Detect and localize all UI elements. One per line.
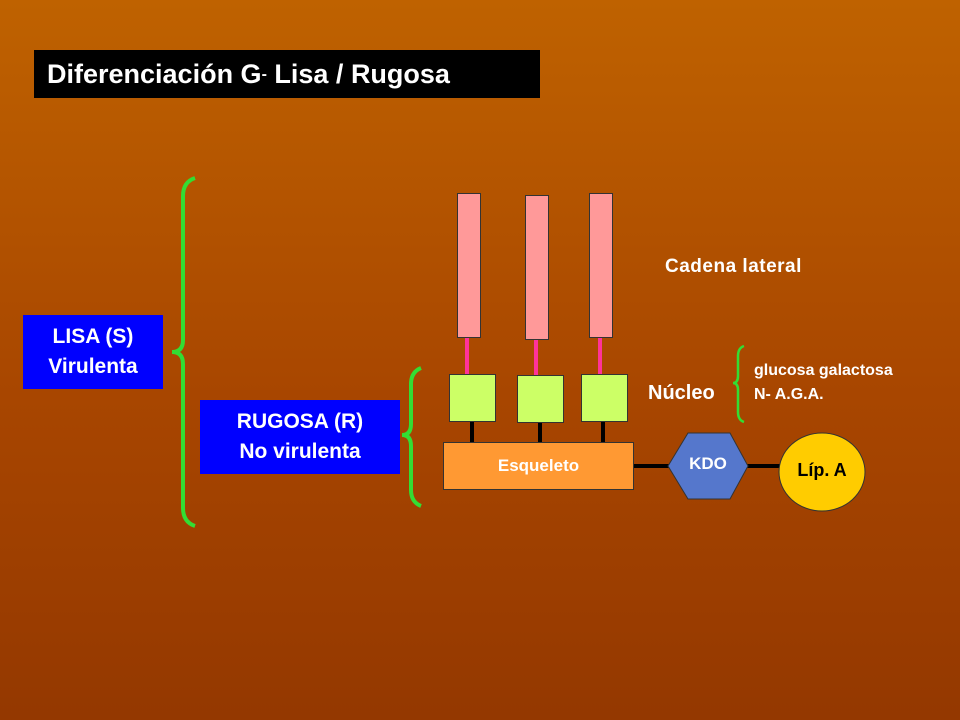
rugosa-box: RUGOSA (R) No virulenta xyxy=(200,400,400,474)
lipid-a-label: Líp. A xyxy=(797,460,847,480)
nucleo-detail: glucosa galactosa N- A.G.A. xyxy=(754,359,893,407)
rugosa-line2: No virulenta xyxy=(239,440,361,463)
side-chain-2 xyxy=(525,195,549,340)
lisa-line2: Virulenta xyxy=(48,355,138,378)
core-block-1 xyxy=(449,374,496,422)
brace-rugosa xyxy=(401,366,422,508)
lisa-line1: LISA (S) xyxy=(52,325,134,348)
title-superscript: - xyxy=(261,66,267,83)
kdo-hexagon xyxy=(667,432,749,500)
slide-title: Diferenciación G- Lisa / Rugosa xyxy=(34,50,540,98)
side-chain-1 xyxy=(457,193,481,338)
nucleo-detail-line2: N- A.G.A. xyxy=(754,386,824,403)
brace-lisa xyxy=(171,176,196,528)
core-block-2 xyxy=(517,375,564,423)
nucleo-detail-line1: glucosa galactosa xyxy=(754,362,893,379)
cadena-lateral-label: Cadena lateral xyxy=(665,256,802,277)
kdo-label: KDO xyxy=(689,454,727,473)
lipid-a-circle xyxy=(778,432,866,512)
rugosa-line1: RUGOSA (R) xyxy=(236,410,364,433)
brace-nucleo xyxy=(732,344,745,424)
title-main: Diferenciación G xyxy=(47,59,262,89)
lisa-box: LISA (S) Virulenta xyxy=(23,315,163,389)
nucleo-label: Núcleo xyxy=(648,382,715,404)
core-block-3 xyxy=(581,374,628,422)
side-chain-3 xyxy=(589,193,613,338)
title-rest: Lisa / Rugosa xyxy=(266,59,450,89)
esqueleto-box: Esqueleto xyxy=(443,442,634,490)
